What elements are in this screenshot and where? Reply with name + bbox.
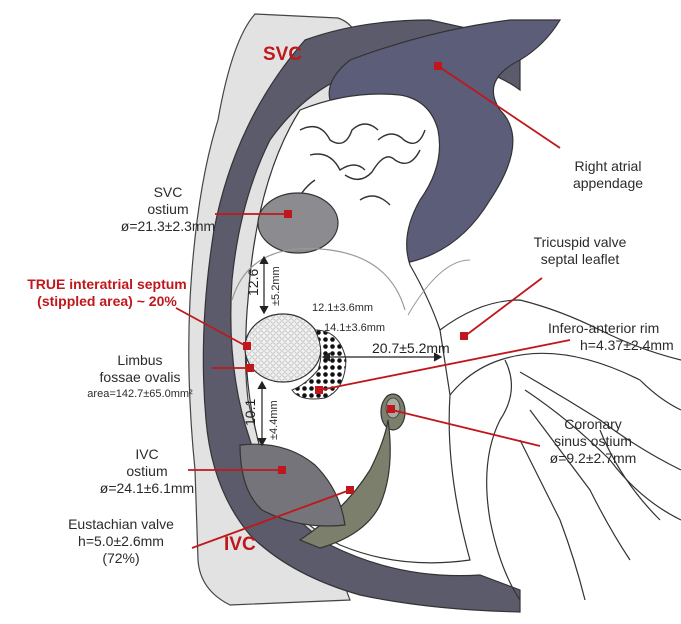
lower-rim-sd: ±4.4mm (266, 400, 283, 440)
infero-anterior-line-2: h=4.37±2.4mm (548, 337, 678, 354)
eustachian-label: Eustachian valve h=5.0±2.6mm (72%) (56, 516, 186, 567)
svc-ostium-line-1: SVC (108, 184, 228, 201)
svc-label: SVC (263, 46, 302, 63)
coronary-sinus-line-2: sinus ostium (528, 433, 658, 450)
limbus-line-2: fossae ovalis (70, 369, 210, 386)
upper-rim-sd: ±5.2mm (268, 266, 285, 306)
infero-anterior-label: Infero-anterior rim h=4.37±2.4mm (548, 320, 678, 354)
true-septum-line-2: (stippled area) ~ 20% (2, 293, 212, 310)
anterior-rim: 20.7±5.2mm (372, 340, 450, 357)
ivc-label: IVC (224, 536, 256, 553)
eustachian-line-1: Eustachian valve (56, 516, 186, 533)
coronary-sinus-line-3: ø=9.2±2.7mm (528, 450, 658, 467)
true-septum-line-1: TRUE interatrial septum (2, 276, 212, 293)
raa-line-2: appendage (553, 175, 663, 192)
limbus-area: area=142.7±65.0mm² (70, 386, 210, 403)
eustachian-line-2: h=5.0±2.6mm (56, 533, 186, 550)
true-septum-label: TRUE interatrial septum (stippled area) … (2, 276, 212, 310)
fo-width: 12.1±3.6mm (312, 300, 373, 317)
ivc-ostium-line-2: ostium (92, 463, 202, 480)
right-atrial-appendage-label: Right atrial appendage (553, 158, 663, 192)
limbus-line-1: Limbus (70, 352, 210, 369)
coronary-sinus-line-1: Coronary (528, 416, 658, 433)
tricuspid-line-1: Tricuspid valve (510, 234, 650, 251)
raa-line-1: Right atrial (553, 158, 663, 175)
upper-rim-value: 12.6 (245, 269, 262, 296)
infero-anterior-line-1: Infero-anterior rim (548, 320, 678, 337)
ivc-ostium-line-1: IVC (92, 446, 202, 463)
lower-rim-value: 10.1 (242, 399, 259, 426)
ivc-ostium-label: IVC ostium ø=24.1±6.1mm (92, 446, 202, 497)
svc-ostium-line-2: ostium (108, 201, 228, 218)
tricuspid-label: Tricuspid valve septal leaflet (510, 234, 650, 268)
coronary-sinus-label: Coronary sinus ostium ø=9.2±2.7mm (528, 416, 658, 467)
svc-ostium-line-3: ø=21.3±2.3mm (108, 218, 228, 235)
eustachian-line-3: (72%) (56, 550, 186, 567)
tricuspid-line-2: septal leaflet (510, 251, 650, 268)
limbus-label: Limbus fossae ovalis area=142.7±65.0mm² (70, 352, 210, 403)
fo-height: 14.1±3.6mm (324, 320, 385, 337)
fossa-ovalis (245, 314, 321, 382)
ivc-ostium-line-3: ø=24.1±6.1mm (92, 480, 202, 497)
svc-ostium-shape (258, 193, 338, 253)
svc-ostium-label: SVC ostium ø=21.3±2.3mm (108, 184, 228, 235)
